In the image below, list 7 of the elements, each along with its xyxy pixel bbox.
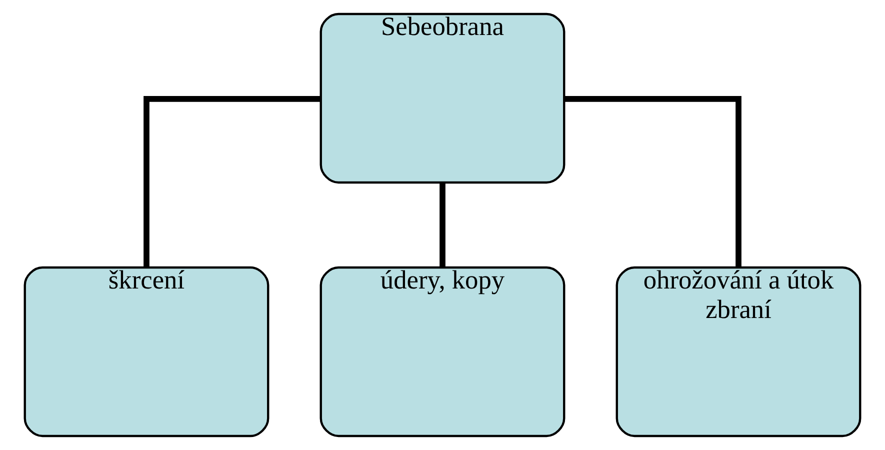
connector bbox=[440, 182, 446, 268]
node-box: Sebeobrana bbox=[320, 12, 566, 184]
connector bbox=[564, 96, 742, 267]
connector bbox=[144, 96, 321, 267]
node-box: škrcení bbox=[24, 266, 270, 438]
node-box: údery, kopy bbox=[320, 266, 566, 438]
node-box: ohrožování a útok zbraní bbox=[616, 266, 862, 438]
